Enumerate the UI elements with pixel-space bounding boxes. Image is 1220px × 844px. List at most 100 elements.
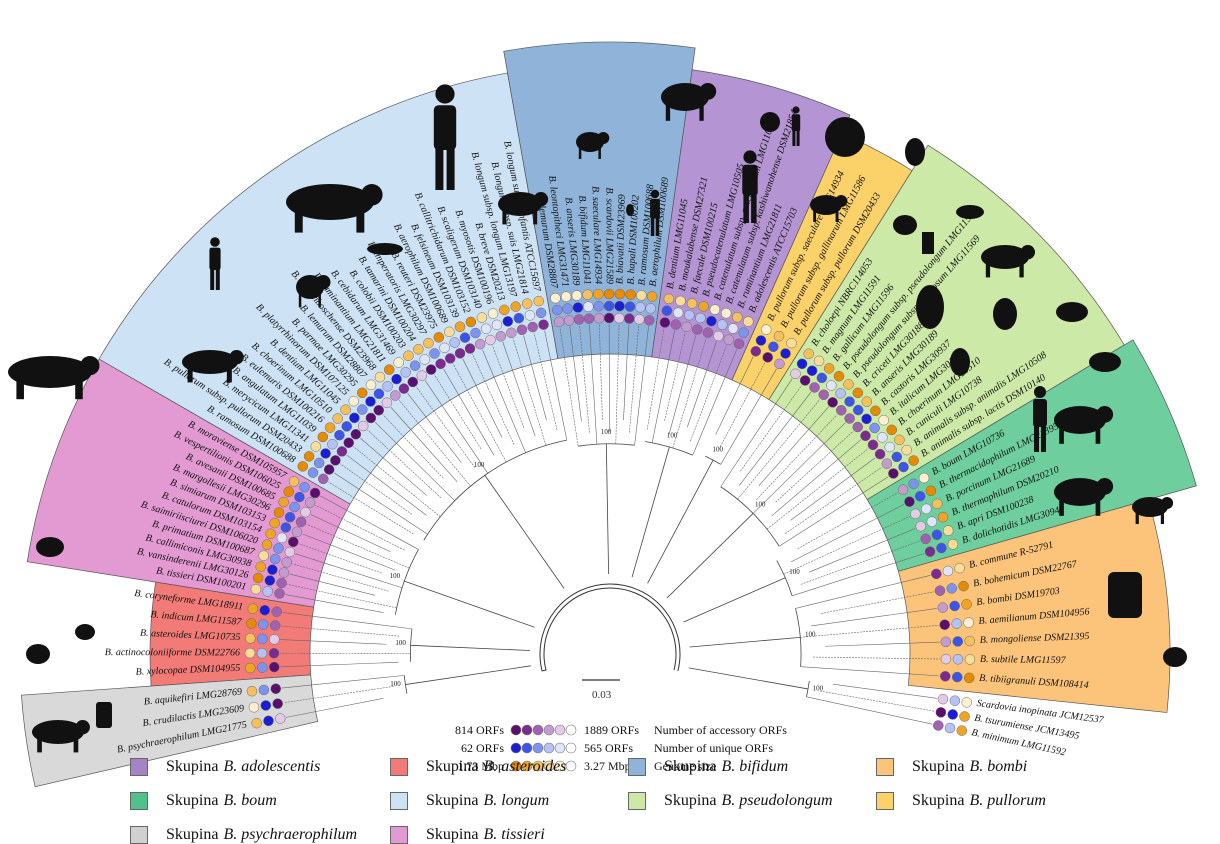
orf-dot xyxy=(475,339,485,349)
orf-dot xyxy=(938,603,948,613)
orf-dot xyxy=(251,584,261,594)
rat-icon xyxy=(956,205,984,219)
orf-dot xyxy=(932,499,942,509)
orf-dot xyxy=(342,421,352,431)
legend-name: B. asteroides xyxy=(483,758,566,776)
orf-dot xyxy=(614,313,624,323)
orf-dot xyxy=(926,486,936,496)
data-key-label: Number of accessory ORFs xyxy=(654,723,787,737)
orf-dot xyxy=(499,305,509,315)
bootstrap-label: 100 xyxy=(474,461,485,469)
orf-dot xyxy=(817,373,827,383)
orf-dot xyxy=(410,361,420,371)
orf-dot xyxy=(898,485,908,495)
orf-dot xyxy=(964,673,974,683)
orf-dot xyxy=(466,317,476,327)
orf-dot xyxy=(950,601,960,611)
tip-branch xyxy=(820,691,935,711)
orf-dot xyxy=(826,380,836,390)
orf-dot xyxy=(573,302,583,312)
orf-dot xyxy=(492,320,502,330)
orf-dot xyxy=(804,349,814,359)
orf-dot xyxy=(943,526,953,536)
orf-dot xyxy=(423,338,433,348)
orf-dot xyxy=(947,583,957,593)
legend-swatch xyxy=(390,792,408,810)
orf-dot xyxy=(496,331,506,341)
bootstrap-label: 100 xyxy=(667,431,678,439)
orf-dot xyxy=(935,586,945,596)
rabbit-icon xyxy=(905,138,925,166)
bootstrap-label: 100 xyxy=(601,428,612,436)
orf-dot xyxy=(349,413,359,423)
orf-dot xyxy=(904,497,914,507)
orf-dot xyxy=(257,663,267,673)
orf-dot xyxy=(879,415,889,425)
orf-dot xyxy=(909,456,919,466)
orf-dot xyxy=(314,458,324,468)
orf-dot xyxy=(426,365,436,375)
clade-stem xyxy=(606,444,608,574)
orf-dot xyxy=(960,712,970,722)
legend-prefix: Skupina xyxy=(426,826,478,844)
orf-dot xyxy=(311,442,321,452)
orf-dot xyxy=(768,342,778,352)
orf-dot xyxy=(413,344,423,354)
orf-dot xyxy=(706,316,716,326)
orf-dot xyxy=(807,366,817,376)
orf-dot xyxy=(604,289,614,299)
bee-icon xyxy=(1163,647,1187,667)
orf-dot xyxy=(392,374,402,384)
orf-dot xyxy=(511,302,521,312)
orf-dot xyxy=(564,316,574,326)
orf-dot xyxy=(465,344,475,354)
orf-dot xyxy=(684,310,694,320)
orf-dot xyxy=(270,554,280,564)
orf-dot xyxy=(671,320,681,330)
orf-dot xyxy=(282,557,292,567)
orf-dot xyxy=(916,521,926,531)
orf-dot xyxy=(334,430,344,440)
orf-dot xyxy=(824,363,834,373)
orf-dot xyxy=(288,537,298,547)
orf-dot xyxy=(763,352,773,362)
orf-dot xyxy=(534,296,544,306)
data-key-dot xyxy=(511,725,521,735)
orf-dot xyxy=(941,654,951,664)
orf-dot xyxy=(936,543,946,553)
orf-dot xyxy=(938,694,948,704)
orf-dot xyxy=(964,618,974,628)
orf-dot xyxy=(593,289,603,299)
orf-dot xyxy=(948,709,958,719)
orf-dot xyxy=(514,313,524,323)
orf-dot xyxy=(845,413,855,423)
orf-dot xyxy=(950,696,960,706)
orf-dot xyxy=(403,351,413,361)
orf-dot xyxy=(330,455,340,465)
orf-dot xyxy=(615,289,625,299)
orf-dot xyxy=(246,618,256,628)
legend-swatch xyxy=(130,792,148,810)
legend-item: SkupinaB. asteroides xyxy=(390,758,566,776)
orf-dot xyxy=(761,325,771,335)
orf-dot xyxy=(940,671,950,681)
orf-dot xyxy=(853,422,863,432)
orf-dot xyxy=(965,654,975,664)
cat-icon xyxy=(916,285,944,329)
legend-name: B. pullorum xyxy=(969,792,1045,810)
clade-stem xyxy=(411,645,531,650)
legend-prefix: Skupina xyxy=(912,758,964,776)
bootstrap-label: 100 xyxy=(805,630,816,638)
legend-name: B. longum xyxy=(483,792,549,810)
orf-dot xyxy=(539,320,549,330)
orf-dot xyxy=(634,314,644,324)
orf-dot xyxy=(298,461,308,471)
orf-dot xyxy=(290,502,300,512)
root-arc xyxy=(540,584,680,671)
orf-dot xyxy=(477,313,487,323)
orf-dot xyxy=(882,459,892,469)
clade-stem xyxy=(632,447,669,577)
orf-dot xyxy=(682,322,692,332)
orf-dot xyxy=(455,348,465,358)
orf-dot xyxy=(506,328,516,338)
